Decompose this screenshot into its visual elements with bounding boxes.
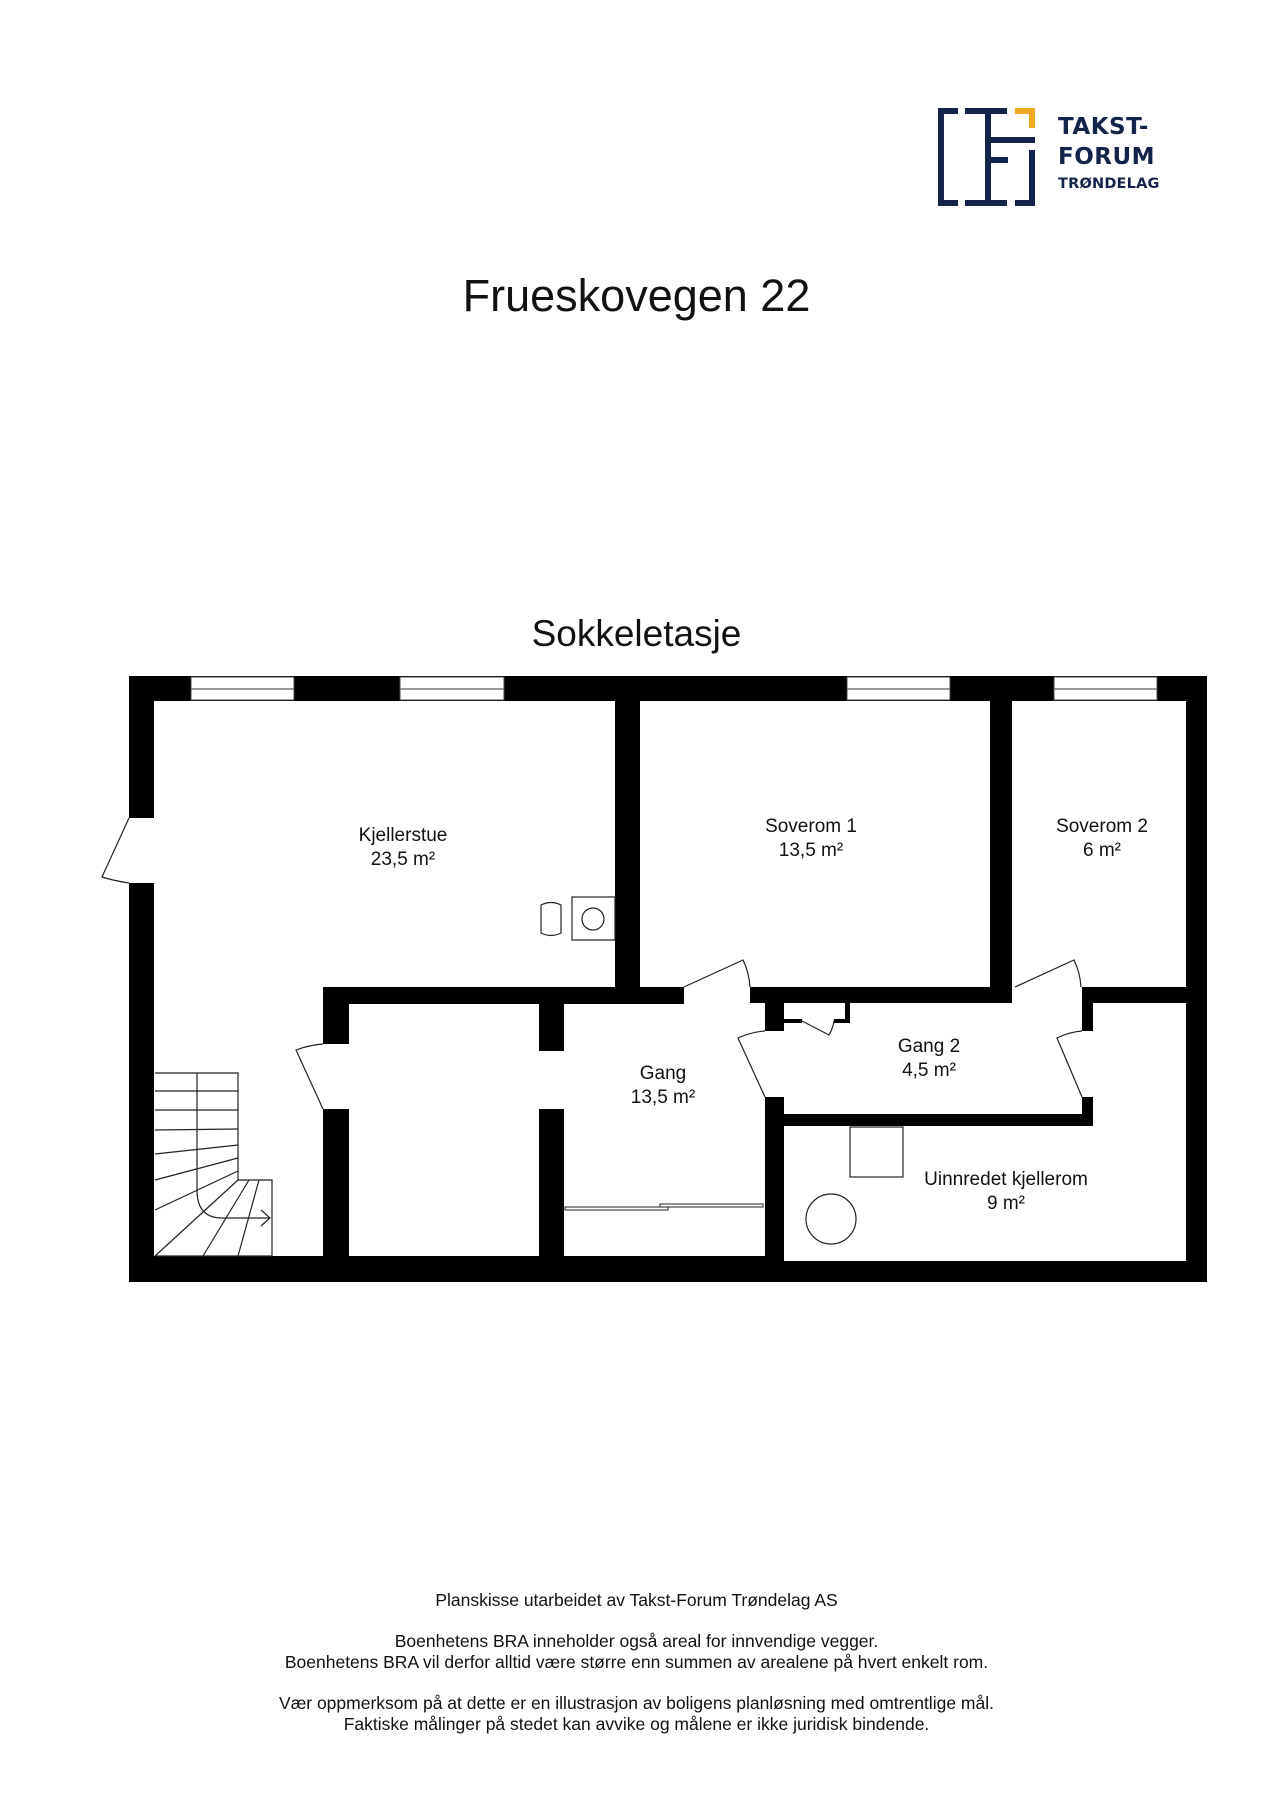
logo-text-takst: TAKST- [1058,114,1149,140]
room-name: Uinnredet kjellerom [924,1169,1088,1190]
door-uinnredet [1056,1030,1083,1098]
room-area: 13,5 m² [630,1087,696,1108]
room-area: 13,5 m² [778,840,844,861]
footer-credit: Planskisse utarbeidet av Takst-Forum Trø… [435,1590,838,1610]
room-name: Gang 2 [897,1036,961,1057]
footer-bra-note: Boenhetens BRA inneholder også areal for… [0,1631,1273,1673]
room-area: 4,5 m² [902,1060,956,1081]
door-soverom-2 [1014,959,1082,988]
room-name: Soverom 2 [1056,816,1148,837]
logo-text-trondelag: TRØNDELAG [1058,176,1160,192]
room-uinnredet-kjellerom: Uinnredet kjellerom 9 m² [924,1168,1088,1216]
door-soverom-1 [683,959,751,988]
door-storage [295,1043,324,1110]
doors [101,817,1083,1211]
water-heater-icon [805,1193,857,1245]
room-name: Kjellerstue [358,825,448,846]
room-name: Soverom 1 [765,816,857,837]
floor-title: Sokkeletasje [531,613,742,654]
disclaimer-line-1: Vær oppmerksom på at dette er en illustr… [279,1693,994,1713]
takst-forum-logo: TAKST- FORUM TRØNDELAG [936,104,1186,210]
chair-icon [540,901,562,937]
footer-disclaimer: Vær oppmerksom på at dette er en illustr… [0,1693,1273,1735]
disclaimer-line-2: Faktiske målinger på stedet kan avvike o… [343,1714,930,1734]
address-title: Frueskovegen 22 [462,270,811,321]
bra-line-2: Boenhetens BRA vil derfor alltid være st… [284,1652,989,1672]
sliding-door-right [659,1203,764,1208]
room-soverom-2: Soverom 2 6 m² [1056,815,1148,863]
room-soverom-1: Soverom 1 13,5 m² [765,815,857,863]
bra-line-1: Boenhetens BRA inneholder også areal for… [394,1631,879,1651]
logo-text-forum: FORUM [1058,144,1156,170]
logo-wordmark: TAKST- FORUM TRØNDELAG [1058,116,1160,192]
staircase [154,1072,273,1257]
room-area: 9 m² [987,1193,1025,1214]
room-name: Gang [639,1063,687,1084]
windows [190,676,1158,701]
room-area: 23,5 m² [370,849,436,870]
chimney-box [571,896,616,941]
sliding-door-left [564,1206,669,1211]
room-gang: Gang 13,5 m² [631,1062,695,1110]
door-gang-2 [737,1030,766,1098]
fixtures [540,896,904,1245]
stove-icon [581,907,605,931]
utility-box [849,1126,904,1178]
footer-notes: Planskisse utarbeidet av Takst-Forum Trø… [0,1590,1273,1755]
room-area: 6 m² [1083,840,1121,861]
stair-direction-arrow [196,1073,270,1219]
logo-mark-icon [938,108,1035,206]
room-kjellerstue: Kjellerstue 23,5 m² [359,824,448,872]
walls [129,676,1207,1282]
room-gang-2: Gang 2 4,5 m² [898,1035,960,1083]
door-closet [801,1020,835,1036]
door-exterior [101,817,130,884]
